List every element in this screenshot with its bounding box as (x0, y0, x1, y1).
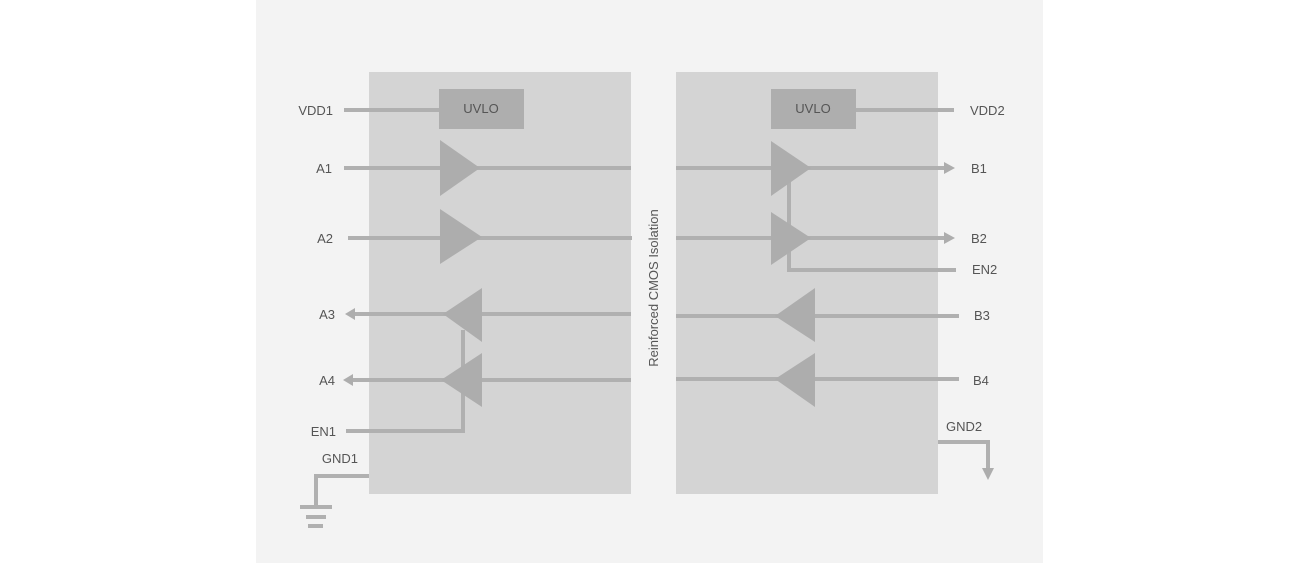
pin-en1: EN1 (311, 424, 336, 439)
right-die (676, 72, 938, 494)
pin-b1: B1 (971, 161, 987, 176)
pin-b4: B4 (973, 373, 989, 388)
pin-gnd1: GND1 (322, 451, 358, 466)
arrow-head-icon (944, 232, 955, 244)
left-wires (314, 108, 632, 507)
buffer-b3 (775, 288, 815, 342)
uvlo-block-left (439, 89, 524, 129)
pin-a4: A4 (319, 373, 335, 388)
en2-wire (787, 182, 956, 272)
buffer-b4 (775, 353, 815, 407)
pin-a3: A3 (319, 307, 335, 322)
uvlo-label-right: UVLO (795, 101, 830, 116)
arrow-head-icon (345, 308, 355, 320)
pin-a1: A1 (316, 161, 332, 176)
en1-wire (346, 330, 465, 433)
gnd2-wire (938, 440, 990, 470)
pin-vdd2: VDD2 (970, 103, 1005, 118)
buffer-a4 (441, 353, 482, 407)
arrow-head-icon (944, 162, 955, 174)
buffer-a2 (440, 209, 482, 264)
buffer-b1 (771, 141, 811, 196)
buffer-b2 (771, 212, 811, 265)
ground-symbol-icon (300, 505, 332, 528)
pin-b2: B2 (971, 231, 987, 246)
buffer-a1 (440, 140, 480, 196)
pin-vdd1: VDD1 (298, 103, 333, 118)
left-die (369, 72, 631, 494)
pin-gnd2: GND2 (946, 419, 982, 434)
arrow-head-icon (982, 468, 994, 480)
pin-en2: EN2 (972, 262, 997, 277)
gnd1-wire (314, 474, 369, 507)
uvlo-label-left: UVLO (463, 101, 498, 116)
uvlo-block-right (771, 89, 856, 129)
pin-a2: A2 (317, 231, 333, 246)
isolation-barrier-label: Reinforced CMOS Isolation (646, 209, 661, 367)
buffer-a3 (443, 288, 482, 342)
pin-b3: B3 (974, 308, 990, 323)
arrow-head-icon (343, 374, 353, 386)
